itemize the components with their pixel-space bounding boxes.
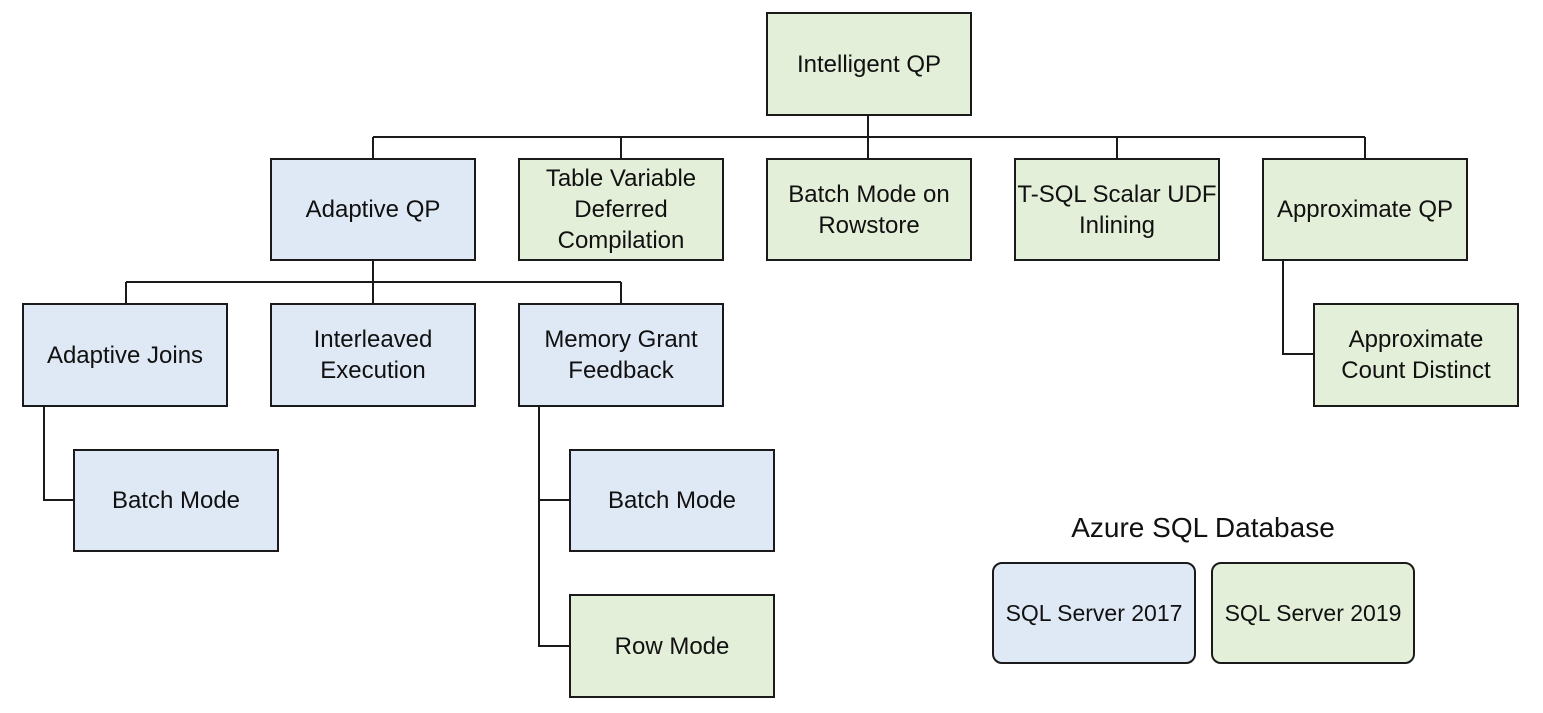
node-label: Approximate QP	[1276, 196, 1454, 223]
node-approximate-qp: Approximate QP	[1262, 158, 1468, 261]
node-label: Intelligent QP	[796, 50, 942, 78]
node-intelligent-qp: Intelligent QP	[766, 12, 972, 116]
node-memory-grant-row-mode: Row Mode	[569, 594, 775, 698]
node-approximate-count-distinct: Approximate Count Distinct	[1313, 303, 1519, 407]
connector-to-approx-count	[1282, 261, 1313, 355]
node-label: Approximate Count Distinct	[1341, 326, 1491, 384]
node-adaptive-joins: Adaptive Joins	[22, 303, 228, 407]
node-label: T-SQL Scalar UDF Inlining	[1017, 180, 1217, 239]
node-label: Interleaved Execution	[313, 326, 433, 384]
node-memory-grant-feedback: Memory Grant Feedback	[518, 303, 724, 407]
legend-item-label: SQL Server 2017	[1005, 599, 1183, 626]
legend-title: Azure SQL Database	[1071, 512, 1335, 543]
node-label: Batch Mode	[111, 487, 241, 514]
node-label: Adaptive QP	[305, 196, 441, 223]
connector-to-aj-batch-mode	[43, 407, 73, 501]
node-memory-grant-batch-mode: Batch Mode	[569, 449, 775, 552]
legend-item-label: SQL Server 2019	[1224, 599, 1402, 626]
node-label: Table Variable Deferred Compilation	[545, 165, 697, 254]
node-interleaved-execution: Interleaved Execution	[270, 303, 476, 407]
node-tsql-scalar-udf-inlining: T-SQL Scalar UDF Inlining	[1014, 158, 1220, 261]
node-label: Adaptive Joins	[46, 341, 204, 369]
legend-item-sql-server-2017: SQL Server 2017	[992, 562, 1196, 664]
node-table-variable-deferred-compilation: Table Variable Deferred Compilation	[518, 158, 724, 261]
legend-item-sql-server-2019: SQL Server 2019	[1211, 562, 1415, 664]
node-batch-mode-on-rowstore: Batch Mode on Rowstore	[766, 158, 972, 261]
node-label: Batch Mode	[607, 487, 737, 514]
node-label: Memory Grant Feedback	[544, 326, 698, 384]
node-adaptive-qp: Adaptive QP	[270, 158, 476, 261]
node-label: Row Mode	[614, 632, 730, 660]
node-adaptive-joins-batch-mode: Batch Mode	[73, 449, 279, 552]
node-label: Batch Mode on Rowstore	[788, 180, 950, 239]
connector-to-mg-row-mode	[538, 407, 569, 647]
